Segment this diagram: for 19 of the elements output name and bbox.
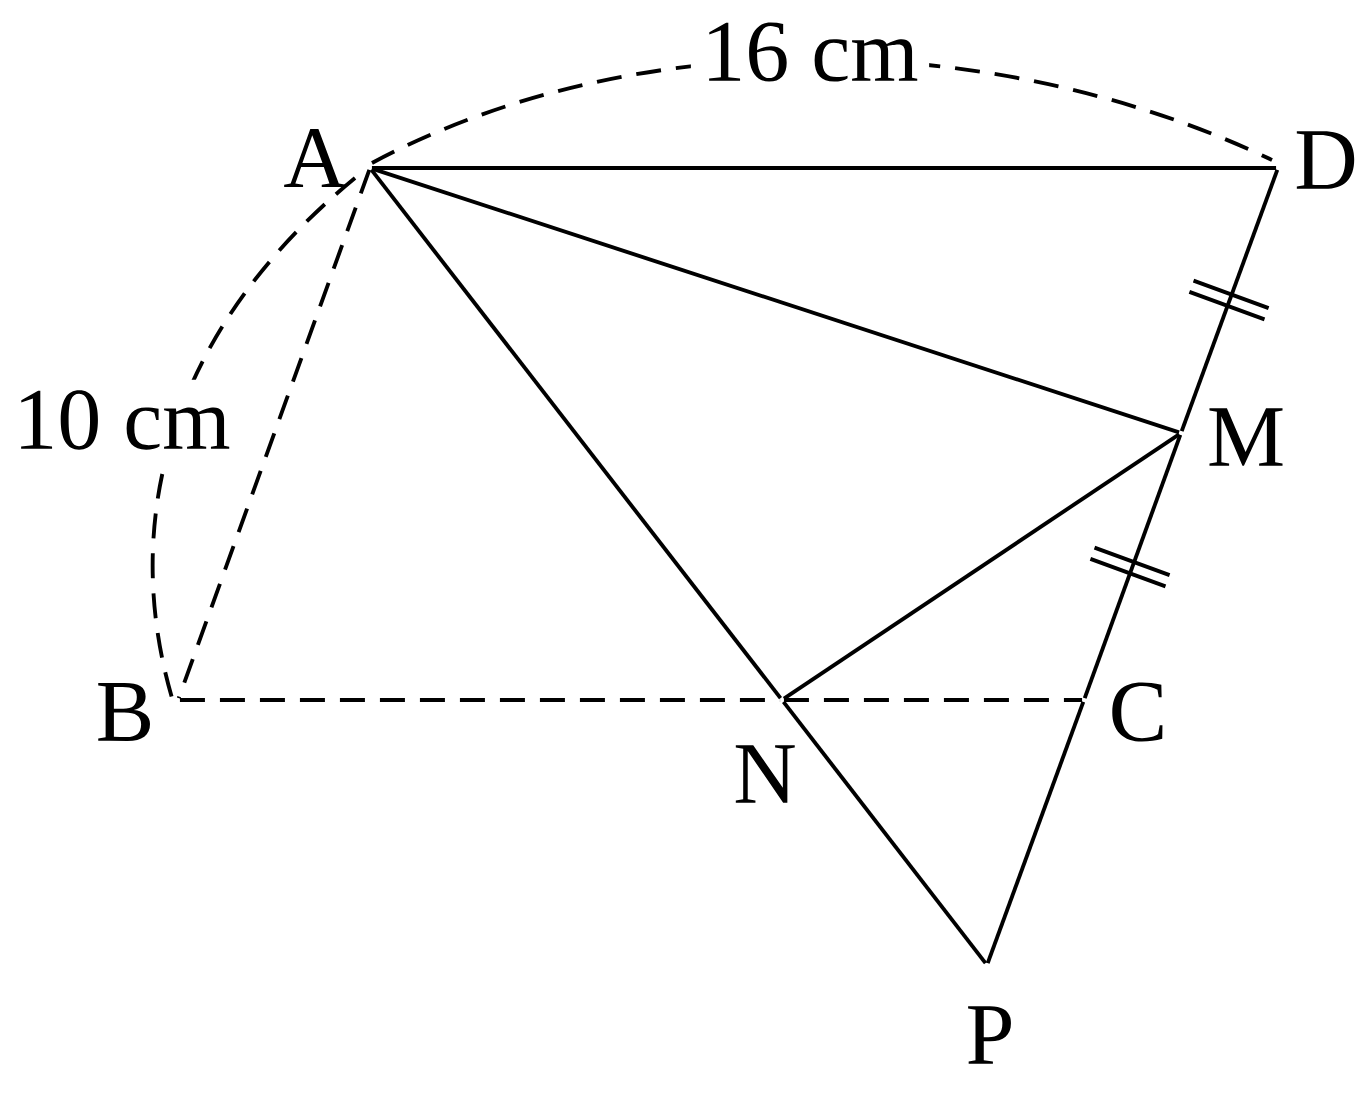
line-segment [371,166,1277,170]
point-label: D [1296,131,1355,189]
line-segment [1082,434,1183,699]
point-label: A [284,129,347,187]
dimension-label: 10 cm [2,379,242,461]
point-label: M [1209,408,1283,466]
line-segment [369,168,783,700]
point-label: P [968,1006,1011,1064]
line-segment [176,169,372,699]
line-segment [783,698,1083,702]
point-label: B [98,683,150,741]
line-segment [1179,169,1280,432]
dimension-label: 16 cm [690,11,930,93]
line-segment [985,701,1086,964]
point-label: C [1112,682,1163,742]
point-label: N [735,745,795,803]
line-segment [782,700,988,965]
line-segment [371,166,1180,435]
line-segment [782,432,1181,701]
